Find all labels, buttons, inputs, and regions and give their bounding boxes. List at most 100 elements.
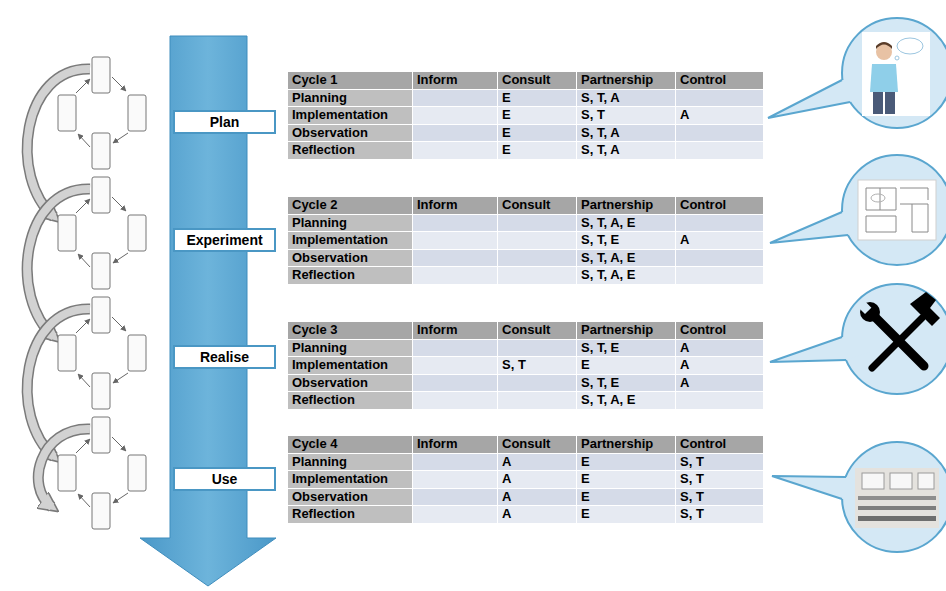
callout-bubble	[770, 284, 946, 394]
table-cell: E	[577, 471, 590, 488]
person-leg	[873, 92, 883, 114]
step-box	[128, 455, 146, 491]
callout-circle	[842, 442, 946, 552]
table-cell-ground	[676, 142, 763, 159]
row-label: Implementation	[288, 471, 388, 488]
table-header: Cycle 1	[288, 72, 338, 89]
table-cell: E	[498, 90, 511, 107]
thought-dot	[895, 56, 899, 60]
table-cell-ground	[577, 454, 675, 471]
table-cell: E	[577, 506, 590, 523]
step-box	[92, 493, 110, 529]
table-cell: S, T, A, E	[577, 392, 635, 409]
step-arrow	[78, 374, 90, 387]
step-box	[92, 417, 110, 453]
callout-tail	[770, 337, 870, 362]
stage-label: Experiment	[186, 232, 262, 248]
row-label: Reflection	[288, 142, 355, 159]
table-cell-ground	[413, 250, 497, 267]
classroom-window	[862, 473, 884, 489]
table-cell: A	[676, 357, 689, 374]
callout-tail-edge	[772, 476, 846, 499]
table-header: Consult	[498, 436, 550, 453]
table-cell-ground	[498, 250, 576, 267]
step-arrow	[113, 253, 128, 263]
stage-label: Use	[212, 471, 238, 487]
table-cell: E	[577, 489, 590, 506]
row-label: Planning	[288, 340, 347, 357]
classroom-window	[918, 473, 934, 489]
table-cell-ground	[413, 232, 497, 249]
table-header: Consult	[498, 322, 550, 339]
step-arrow	[78, 494, 90, 507]
step-box	[92, 133, 110, 169]
table-cell-ground	[413, 340, 497, 357]
table-header: Inform	[413, 197, 457, 214]
callout-bubble	[768, 18, 946, 128]
table-header: Cycle 3	[288, 322, 338, 339]
step-box	[128, 95, 146, 131]
table-cell-ground	[413, 107, 497, 124]
table-header: Control	[676, 197, 726, 214]
table-header: Consult	[498, 197, 550, 214]
table-cell: S, T	[577, 107, 605, 124]
callout-tail-edge	[770, 212, 848, 243]
table-cell: S, T, A	[577, 90, 620, 107]
table-header: Partnership	[577, 322, 653, 339]
thought-cloud	[897, 38, 923, 54]
table-cell: S, T, E	[577, 340, 619, 357]
table-cell-ground	[676, 215, 763, 232]
table-cell-ground	[413, 215, 497, 232]
table-cell: S, T, E	[577, 232, 619, 249]
blueprint-lines	[866, 188, 928, 232]
stage-label: Plan	[210, 114, 240, 130]
callout-bubble	[770, 155, 946, 265]
step-arrow	[112, 437, 126, 451]
step-box	[92, 177, 110, 213]
classroom-photo	[855, 468, 939, 528]
table-cell: A	[676, 107, 689, 124]
table-cell-ground	[676, 392, 763, 409]
classroom-desk	[858, 496, 936, 500]
wrench-notch	[859, 301, 872, 314]
step-arrow	[112, 317, 126, 331]
table-cell: S, T, A	[577, 142, 620, 159]
table-header: Partnership	[577, 436, 653, 453]
cycle-group	[38, 417, 146, 529]
row-label: Planning	[288, 90, 347, 107]
row-label: Implementation	[288, 232, 388, 249]
step-box	[92, 253, 110, 289]
blueprint-detail	[871, 194, 885, 202]
table-cell: E	[498, 125, 511, 142]
row-label: Implementation	[288, 357, 388, 374]
classroom-window	[890, 473, 912, 489]
row-label: Observation	[288, 489, 368, 506]
step-arrow	[76, 79, 90, 93]
row-label: Reflection	[288, 267, 355, 284]
table-cell-ground	[498, 392, 576, 409]
person-leg	[885, 92, 895, 114]
table-cell: A	[676, 340, 689, 357]
table-cell-ground	[413, 90, 497, 107]
step-arrow	[113, 373, 128, 383]
table-cell: S, T	[676, 471, 704, 488]
table-header: Inform	[413, 436, 457, 453]
callout-bubble	[772, 442, 946, 552]
table-cell: S, T	[676, 454, 704, 471]
blueprint-sheet	[858, 180, 936, 240]
step-arrow	[113, 133, 128, 143]
table-cell-ground	[413, 267, 497, 284]
table-header: Control	[676, 72, 726, 89]
hammer-head	[910, 292, 940, 326]
step-arrow	[112, 77, 126, 91]
table-cell: E	[498, 142, 511, 159]
callout-circle	[842, 18, 946, 128]
cycle-arrow-outline	[38, 429, 90, 507]
table-cell: S, T, A, E	[577, 267, 635, 284]
table-cell-ground	[413, 375, 497, 392]
table-cell-ground	[498, 232, 576, 249]
callout-tail	[770, 212, 870, 243]
table-cell: A	[676, 232, 689, 249]
step-arrow	[76, 199, 90, 213]
